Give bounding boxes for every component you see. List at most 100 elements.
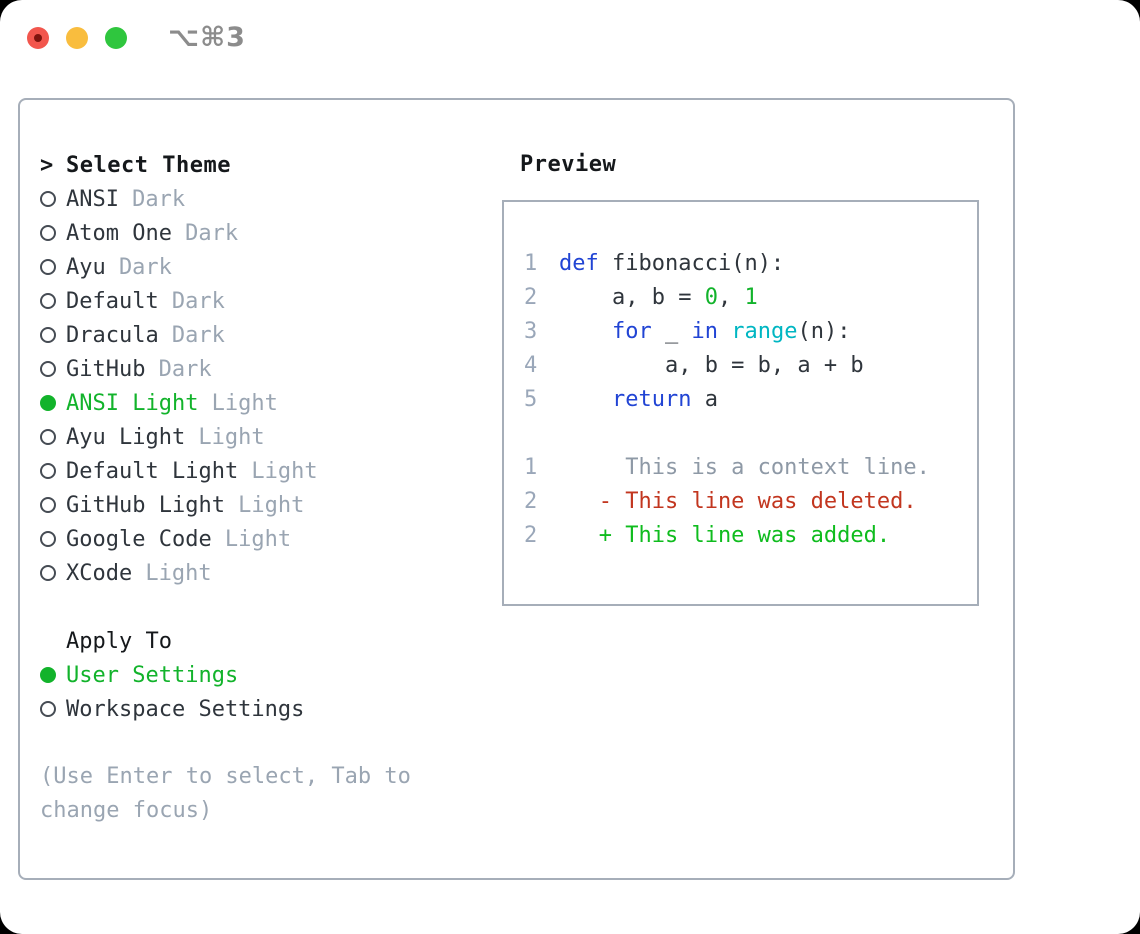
theme-variant-label: Light [198,424,265,450]
theme-option-github[interactable]: GitHub Dark [40,352,472,386]
apply-to-header: Apply To [40,624,472,658]
theme-name-label: ANSI Light [66,390,199,416]
theme-option-atom-one[interactable]: Atom One Dark [40,216,472,250]
radio-icon [40,701,56,717]
radio-cell [40,463,66,479]
window-shortcut-label: ⌥⌘3 [168,22,246,53]
apply-option-user-settings[interactable]: User Settings [40,658,472,692]
apply-to-title: Apply To [66,628,172,654]
radio-selected-icon [40,395,56,411]
radio-icon [40,497,56,513]
theme-name-label: Atom One [66,220,172,246]
code-token-kw: in [691,319,718,344]
theme-variant-label: Dark [185,220,239,246]
code-line: 3 for _ in range(n): [524,319,977,353]
theme-name-label: Dracula [66,322,159,348]
diff-text: This is a context line. [559,455,930,480]
apply-option-label: User Settings [66,662,239,688]
theme-option-dracula[interactable]: Dracula Dark [40,318,472,352]
radio-icon [40,191,56,207]
radio-icon [40,327,56,343]
help-text: (Use Enter to select, Tab to change focu… [40,764,425,823]
theme-variant-label: Dark [118,254,172,280]
radio-icon [40,531,56,547]
radio-icon [40,565,56,581]
theme-option-default-light[interactable]: Default Light Light [40,454,472,488]
radio-cell [40,701,66,717]
minimize-button[interactable] [66,27,88,49]
code-token-plain [718,319,731,353]
theme-name-label: ANSI [66,186,119,212]
spacer [40,590,472,624]
line-number: 1 [524,251,538,276]
code-token-kw: def [559,251,599,276]
line-number: 3 [524,319,538,344]
line-number: 1 [524,455,538,480]
theme-variant-label: Dark [158,356,212,382]
code-token-plain: a, b = b, a + b [559,353,864,378]
theme-variant-label: Light [145,560,212,586]
theme-variant-label: Dark [171,322,225,348]
theme-variant-label: Light [251,458,318,484]
line-number: 5 [524,387,538,412]
code-token-kw: return [611,387,692,412]
prompt-icon: > [40,152,54,178]
line-number: 2 [524,523,538,548]
code-token-plain [559,319,612,353]
theme-name-label: Google Code [66,526,212,552]
radio-cell [40,361,66,377]
apply-option-workspace-settings[interactable]: Workspace Settings [40,692,472,726]
radio-icon [40,225,56,241]
select-theme-header: > Select Theme [40,148,472,182]
radio-cell [40,293,66,309]
code-line: 4 a, b = b, a + b [524,353,977,387]
preview-title: Preview [520,152,617,177]
radio-cell [40,327,66,343]
select-theme-title: Select Theme [66,152,231,178]
radio-cell [40,497,66,513]
theme-variant-label: Dark [132,186,186,212]
code-token-plain [559,387,612,421]
radio-cell [40,259,66,275]
code-token-builtin: range [731,319,798,344]
theme-name-label: XCode [66,560,133,586]
line-number: 2 [524,489,538,514]
radio-cell [40,429,66,445]
theme-name-label: Default [66,288,159,314]
diff-line-added: 2 + This line was added. [524,523,977,557]
code-token-plain: a, b = [559,285,705,310]
code-token-plain: a [691,387,718,412]
theme-option-ansi[interactable]: ANSI Dark [40,182,472,216]
traffic-lights [27,27,127,49]
diff-line-deleted: 2 - This line was deleted. [524,489,977,523]
zoom-button[interactable] [105,27,127,49]
close-button[interactable] [27,27,49,49]
theme-name-label: Default Light [66,458,239,484]
theme-name-label: GitHub [66,356,146,382]
theme-option-xcode[interactable]: XCode Light [40,556,472,590]
code-line: 5 return a [524,387,977,421]
diff-text: + This line was added. [559,523,891,548]
code-token-num: 1 [744,285,758,310]
diff-line-context: 1 This is a context line. [524,455,977,489]
title-bar: ⌥⌘3 [0,0,1140,98]
radio-cell [40,531,66,547]
radio-icon [40,463,56,479]
diff-block: 1 This is a context line.2 - This line w… [524,455,977,557]
radio-cell [40,191,66,207]
radio-cell [40,667,66,683]
